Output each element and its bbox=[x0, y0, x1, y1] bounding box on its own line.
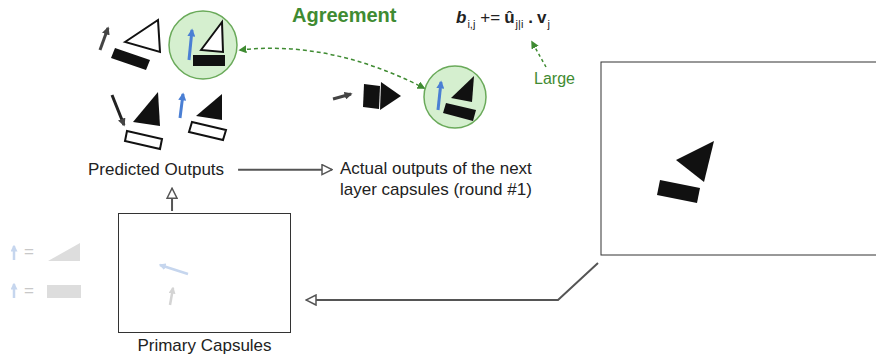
formula-subscript: i,j bbox=[466, 18, 476, 30]
legend-rectangle bbox=[47, 285, 81, 298]
formula-term: v bbox=[537, 8, 546, 28]
pose-arrow bbox=[180, 94, 183, 118]
legend-entry: = bbox=[24, 280, 84, 302]
capsule-box: Primary Capsules bbox=[118, 213, 291, 333]
agreement-arrow bbox=[240, 48, 424, 88]
formula-subscript: j|i bbox=[515, 18, 525, 30]
hull-rectangle bbox=[443, 103, 476, 121]
hull-rectangle bbox=[193, 55, 225, 66]
hull-rectangle bbox=[111, 48, 150, 70]
formula-subscript: j bbox=[547, 18, 551, 30]
legend-text: = bbox=[24, 281, 34, 301]
input-arrow bbox=[306, 263, 598, 300]
pose-arrow bbox=[189, 30, 192, 60]
hull-rectangle bbox=[125, 131, 162, 149]
text-node: Predicted Outputs bbox=[86, 157, 226, 182]
annotation-label: Large bbox=[534, 70, 575, 88]
pose-arrow bbox=[438, 82, 441, 110]
box-heading: Primary Capsules bbox=[99, 335, 310, 356]
formula-term: û bbox=[504, 8, 514, 28]
text-node: Actual outputs of the next layer capsule… bbox=[338, 156, 553, 203]
legend-swatch bbox=[44, 280, 84, 302]
pose-arrow bbox=[112, 95, 124, 125]
sail-triangle bbox=[196, 94, 222, 120]
hull-rectangle bbox=[363, 84, 380, 109]
formula-term: b bbox=[456, 8, 466, 28]
legend-swatch bbox=[44, 241, 84, 263]
flow-arrow bbox=[171, 188, 173, 211]
pose-arrow bbox=[100, 28, 108, 50]
legend-arrow bbox=[13, 246, 16, 260]
legend-triangle bbox=[48, 243, 80, 261]
formula-operator: += bbox=[476, 8, 504, 28]
leader-arrow bbox=[532, 42, 546, 67]
node-text: Predicted Outputs bbox=[88, 159, 224, 180]
formula-operator: . bbox=[524, 8, 537, 28]
legend-text: = bbox=[24, 242, 34, 262]
node-text: Actual outputs of the next layer capsule… bbox=[340, 158, 551, 201]
sail-triangle bbox=[201, 22, 223, 52]
agreement-label: Agreement bbox=[292, 4, 396, 27]
agreement-circle bbox=[169, 11, 237, 79]
sail-triangle bbox=[676, 141, 714, 182]
hull-rectangle bbox=[657, 180, 700, 203]
sail-triangle bbox=[380, 82, 401, 110]
flow-arrow bbox=[238, 169, 332, 171]
pose-arrow bbox=[333, 94, 351, 99]
legend-arrow bbox=[13, 284, 16, 298]
formula: bi,j+=ûj|i.vj bbox=[456, 8, 551, 28]
agreement-circle bbox=[424, 66, 486, 128]
input-image-frame bbox=[601, 62, 876, 255]
sail-triangle bbox=[451, 76, 474, 102]
sail-triangle bbox=[133, 92, 160, 126]
capsule-arrow bbox=[170, 288, 173, 305]
sail-triangle bbox=[125, 20, 160, 52]
hull-rectangle bbox=[189, 122, 226, 140]
capsule-arrow bbox=[160, 265, 188, 274]
legend-entry: = bbox=[24, 241, 84, 263]
